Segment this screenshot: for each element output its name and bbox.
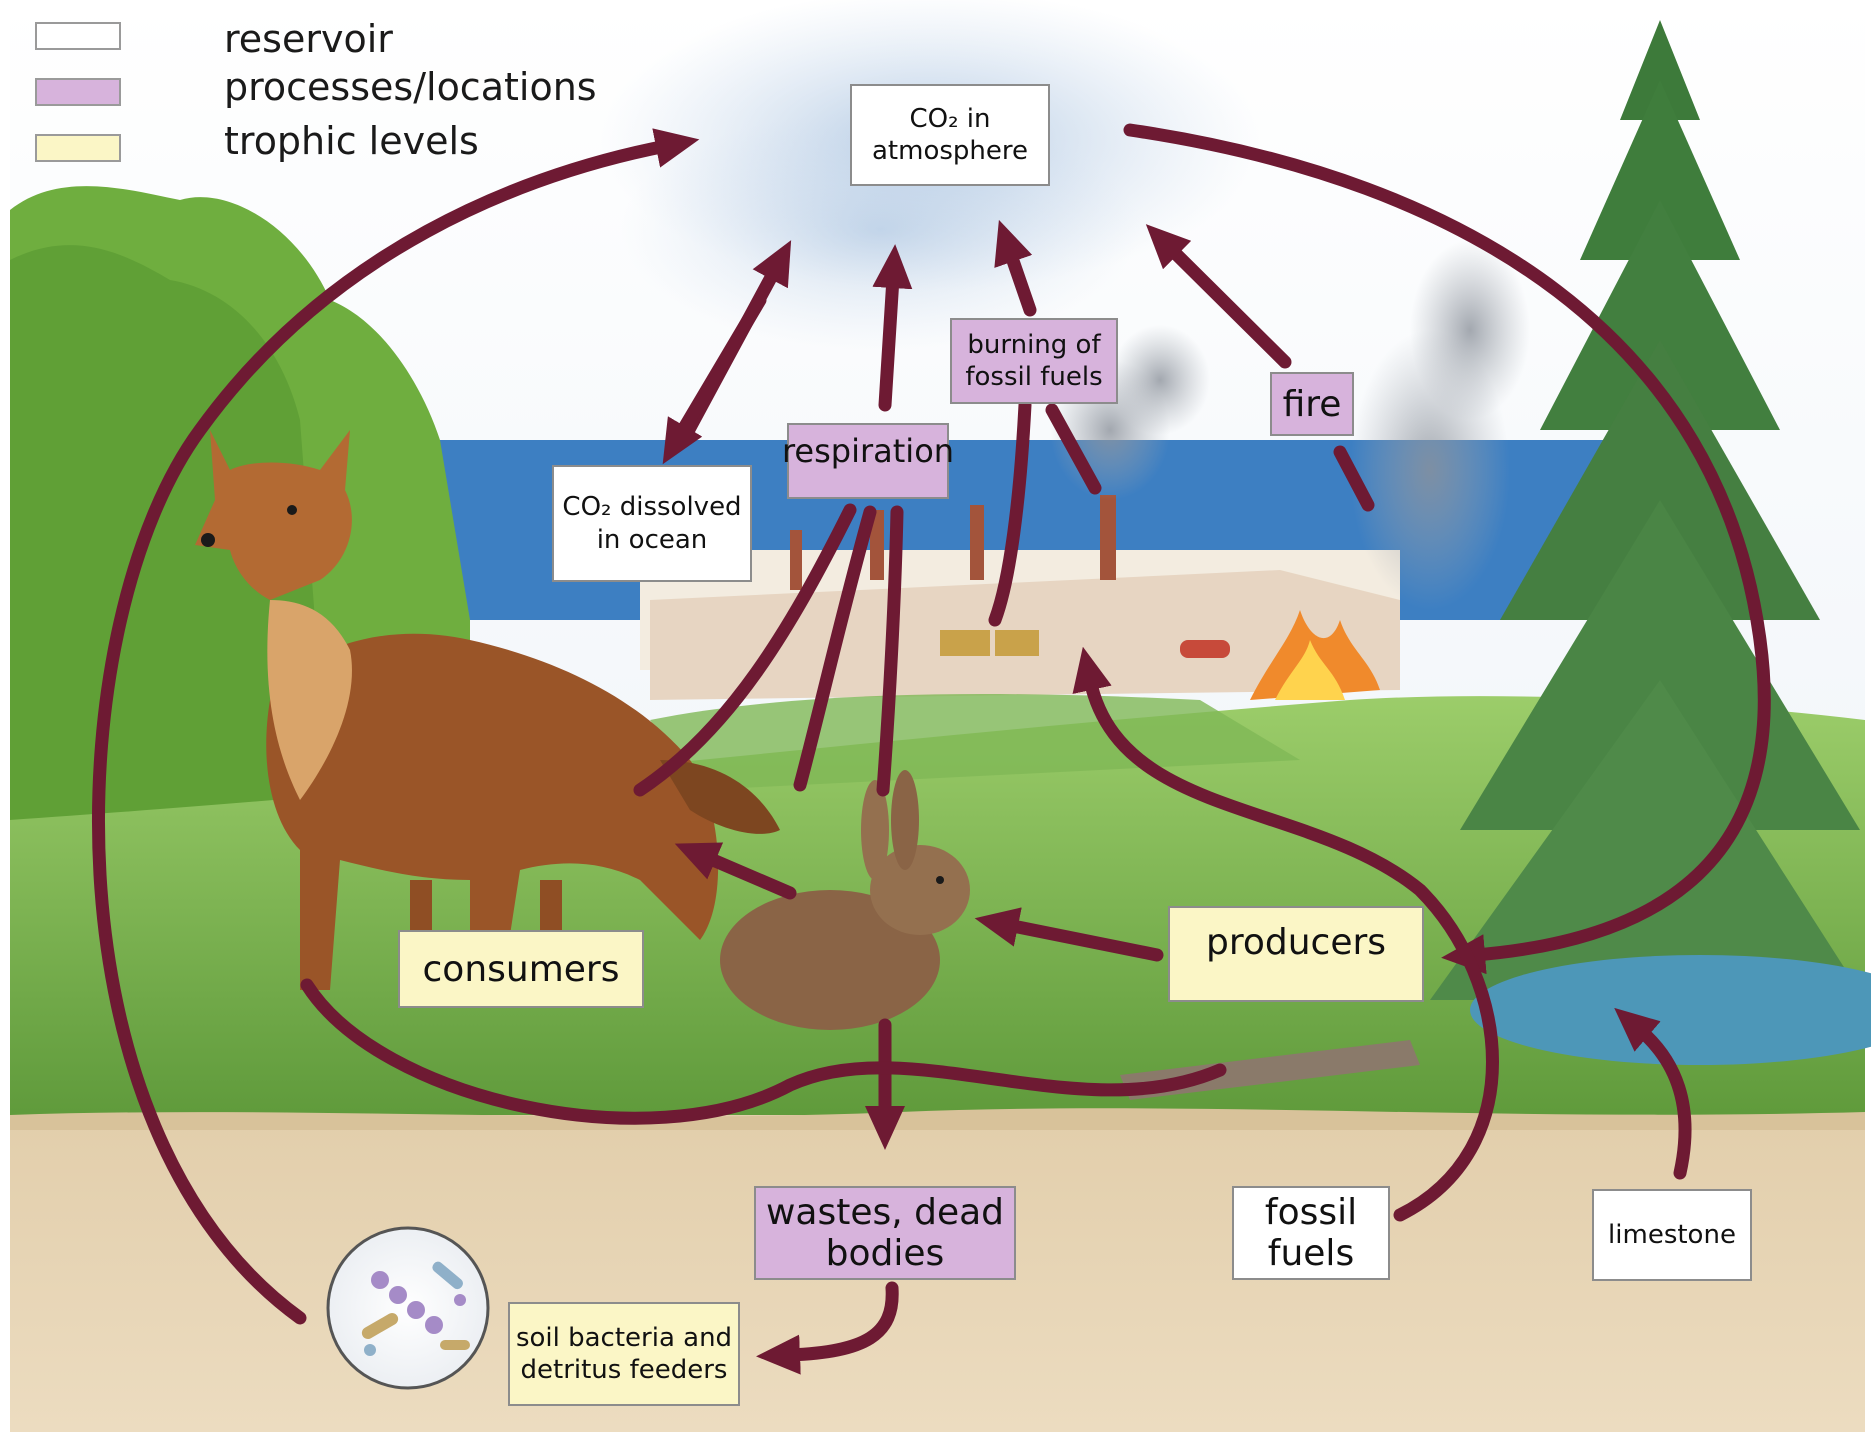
node-consumers: consumers — [398, 930, 644, 1008]
node-limestone-line1: limestone — [1608, 1219, 1736, 1252]
node-respiration-line1: respiration — [782, 431, 954, 471]
node-fossil-fuels-line1: fossil — [1265, 1192, 1357, 1233]
node-soil-bacteria: soil bacteria and detritus feeders — [508, 1302, 740, 1406]
node-co2-ocean: CO₂ dissolved in ocean — [552, 465, 752, 582]
node-wastes-line2: bodies — [826, 1233, 945, 1274]
truck — [940, 630, 990, 656]
node-co2-atmosphere-line2: atmosphere — [872, 135, 1028, 168]
arrow-respiration-to-atmosphere — [885, 278, 893, 405]
legend-label-reservoir: reservoir — [224, 20, 393, 58]
node-consumers-line1: consumers — [423, 947, 620, 992]
node-producers-line1: producers — [1206, 920, 1386, 965]
node-soil-bacteria-line1: soil bacteria and — [516, 1322, 732, 1355]
node-co2-ocean-line1: CO₂ dissolved — [562, 491, 741, 524]
node-limestone: limestone — [1592, 1189, 1752, 1281]
node-fire-line1: fire — [1283, 382, 1342, 427]
node-fossil-fuels: fossil fuels — [1232, 1186, 1390, 1280]
node-fire: fire — [1270, 372, 1354, 436]
node-burning-fossil-fuels: burning of fossil fuels — [950, 318, 1118, 404]
bacteria-illustration — [328, 1228, 488, 1388]
legend-label-trophic: trophic levels — [224, 122, 479, 160]
node-co2-ocean-line2: in ocean — [597, 524, 708, 557]
node-burning-line2: fossil fuels — [965, 361, 1102, 394]
node-wastes-dead-bodies: wastes, dead bodies — [754, 1186, 1016, 1280]
legend-swatch-trophic — [35, 134, 121, 162]
legend-swatch-reservoir — [35, 22, 121, 50]
node-fossil-fuels-line2: fuels — [1268, 1233, 1354, 1274]
node-producers: producers — [1168, 906, 1424, 1002]
legend-label-process: processes/locations — [224, 68, 597, 106]
node-co2-atmosphere: CO₂ in atmosphere — [850, 84, 1050, 186]
node-burning-line1: burning of — [967, 329, 1100, 362]
node-respiration: respiration — [787, 423, 949, 499]
legend-swatch-process — [35, 78, 121, 106]
node-soil-bacteria-line2: detritus feeders — [521, 1354, 728, 1387]
node-wastes-line1: wastes, dead — [766, 1192, 1004, 1233]
node-co2-atmosphere-line1: CO₂ in — [909, 103, 990, 136]
